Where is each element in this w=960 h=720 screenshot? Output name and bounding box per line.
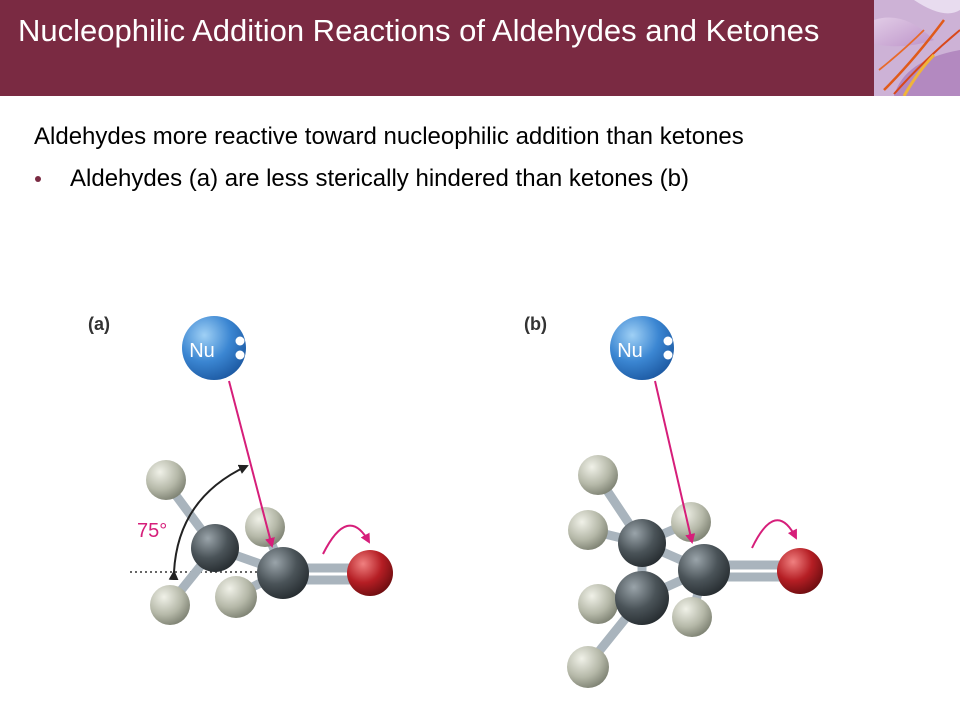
- nucleophile-sphere: [182, 316, 246, 380]
- slide-title: Nucleophilic Addition Reactions of Aldeh…: [18, 13, 820, 48]
- nucleophilic-attack-arrow: [654, 380, 696, 544]
- electron-shift-arrow: [751, 519, 797, 549]
- nucleophile-label: Nu: [189, 340, 215, 362]
- nucleophilic-attack-arrow: [228, 380, 275, 548]
- hydrogen-atom: [672, 597, 712, 637]
- panel-b-label: (b): [524, 314, 547, 334]
- hydrogen-atom: [567, 646, 609, 688]
- lone-pair-dot: [663, 336, 673, 346]
- lone-pair-dot: [663, 350, 673, 360]
- hydrogen-atom: [245, 507, 285, 547]
- angle-arc: [168, 464, 249, 581]
- oxygen-atom: [347, 550, 393, 596]
- lone-pair-dot: [235, 350, 245, 360]
- intro-text: Aldehydes more reactive toward nucleophi…: [34, 123, 744, 150]
- hydrogen-atom: [578, 584, 618, 624]
- carbon-atom: [618, 519, 666, 567]
- slide-content: Aldehydes more reactive toward nucleophi…: [34, 119, 934, 197]
- carbon-atom: [191, 524, 239, 572]
- carbonyl-carbon-atom: [257, 547, 309, 599]
- panel-b: (b) Nu: [524, 314, 823, 688]
- hydrogen-atom: [578, 455, 618, 495]
- angle-label: 75°: [137, 520, 167, 542]
- nucleophile-sphere: [610, 316, 674, 380]
- panel-a: (a) Nu 75°: [88, 314, 393, 625]
- oxygen-atom: [777, 548, 823, 594]
- hydrogen-atom: [568, 510, 608, 550]
- carbon-atom: [615, 571, 669, 625]
- steric-hindrance-diagram: (a) Nu 75°: [88, 314, 823, 688]
- carbonyl-carbon-atom: [678, 544, 730, 596]
- nucleophile-label: Nu: [617, 340, 643, 362]
- panel-a-label: (a): [88, 314, 110, 334]
- bullet-text: Aldehydes (a) are less sterically hinder…: [70, 165, 689, 192]
- electron-shift-arrow: [322, 524, 370, 555]
- hydrogen-atom: [671, 502, 711, 542]
- lone-pair-dot: [235, 336, 245, 346]
- hydrogen-atom: [146, 460, 186, 500]
- hydrogen-atom: [150, 585, 190, 625]
- hydrogen-atom: [215, 576, 257, 618]
- saffron-flower-image: [874, 0, 960, 96]
- bullet-dot: [35, 176, 41, 182]
- title-bar: Nucleophilic Addition Reactions of Aldeh…: [0, 0, 960, 96]
- bullet-item: Aldehydes (a) are less sterically hinder…: [34, 161, 934, 197]
